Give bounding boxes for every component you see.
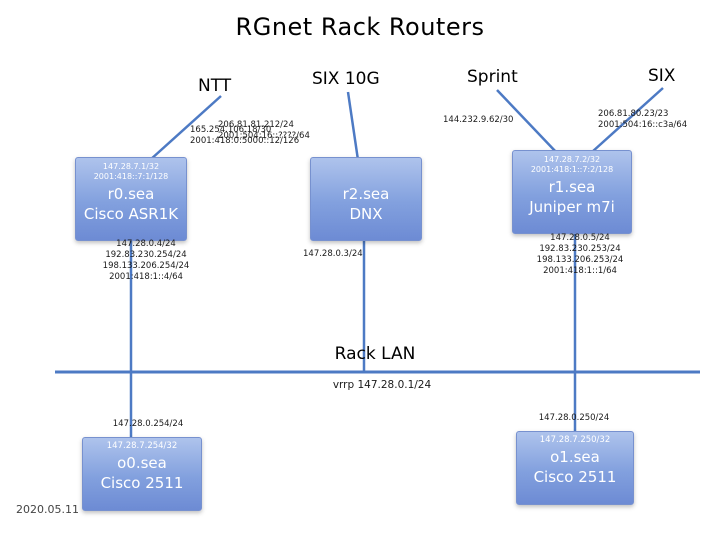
address-line: 198.133.206.254/24 bbox=[102, 261, 190, 271]
r1-model: Juniper m7i bbox=[529, 198, 615, 216]
sprint-link-addresses: 144.232.9.62/30 bbox=[443, 115, 513, 126]
link-sprint-r1 bbox=[496, 89, 558, 154]
address-line: 2001:418:1::1/64 bbox=[543, 266, 617, 276]
address-line: 2001:418::7:1/128 bbox=[93, 172, 169, 181]
address-line: 147.28.7.2/32 bbox=[543, 155, 601, 164]
link-ntt-r0 bbox=[149, 95, 222, 161]
o1-name: o1.sea bbox=[550, 448, 600, 466]
address-line: 144.232.9.62/30 bbox=[443, 115, 514, 125]
r2-model: DNX bbox=[349, 205, 383, 223]
slide-date: 2020.05.11 bbox=[16, 503, 79, 516]
address-line: 192.83.230.253/24 bbox=[539, 244, 621, 254]
address-line: 206.81.81.212/24 bbox=[218, 120, 294, 130]
page-title: RGnet Rack Routers bbox=[235, 13, 485, 41]
address-line: 206.81.80.23/23 bbox=[598, 109, 669, 119]
console-node-o1: 147.28.7.250/32 o1.sea Cisco 2511 bbox=[516, 431, 634, 505]
r1-name: r1.sea bbox=[548, 178, 596, 196]
r1-loopback-addresses: 147.28.7.2/32 2001:418:1::7:2/128 bbox=[531, 151, 613, 177]
r0-model: Cisco ASR1K bbox=[83, 205, 179, 223]
o1-model: Cisco 2511 bbox=[533, 468, 617, 486]
r2-name: r2.sea bbox=[342, 185, 390, 203]
o0-lan-address: 147.28.0.254/24 bbox=[98, 419, 198, 430]
console-node-o0: 147.28.7.254/32 o0.sea Cisco 2511 bbox=[82, 437, 202, 511]
six10g-link-addresses: 206.81.81.212/24 2001:504:16::????/64 bbox=[218, 120, 310, 142]
six-link-addresses: 206.81.80.23/23 2001:504:16::c3a/64 bbox=[598, 109, 687, 131]
router-node-r2: r2.sea DNX bbox=[310, 157, 422, 241]
uplink-label-ntt: NTT bbox=[198, 76, 232, 96]
address-line: 198.133.206.253/24 bbox=[536, 255, 624, 265]
uplink-label-sprint: Sprint bbox=[467, 67, 518, 87]
uplink-label-six10g: SIX 10G bbox=[312, 69, 380, 89]
address-line: 2001:418:0:5000::12/126 bbox=[190, 136, 300, 146]
address-line: 165.254.106.18/30 bbox=[190, 125, 272, 135]
address-line: 2001:504:16::c3a/64 bbox=[598, 120, 688, 130]
address-line: 147.28.0.4/24 bbox=[116, 239, 176, 249]
ntt-link-addresses: 165.254.106.18/30 2001:418:0:5000::12/12… bbox=[190, 125, 299, 147]
o0-loopback-address: 147.28.7.254/32 bbox=[106, 441, 178, 451]
rack-lan-label: Rack LAN bbox=[334, 344, 416, 364]
address-line: 192.83.230.254/24 bbox=[105, 250, 187, 260]
o1-lan-address: 147.28.0.250/24 bbox=[524, 413, 624, 424]
r2-lan-addresses: 147.28.0.3/24 bbox=[303, 249, 363, 260]
address-line: 2001:418:1::4/64 bbox=[109, 272, 183, 282]
o0-name: o0.sea bbox=[117, 454, 167, 472]
address-line: 147.28.0.5/24 bbox=[550, 233, 610, 243]
router-node-r1: 147.28.7.2/32 2001:418:1::7:2/128 r1.sea… bbox=[512, 150, 632, 234]
address-line: 147.28.0.254/24 bbox=[112, 419, 184, 429]
o0-model: Cisco 2511 bbox=[100, 474, 184, 492]
o1-loopback-address: 147.28.7.250/32 bbox=[539, 435, 611, 445]
address-line: 2001:418:1::7:2/128 bbox=[530, 165, 614, 174]
link-six10g-r2 bbox=[346, 91, 360, 161]
r1-lan-addresses: 147.28.0.5/24 192.83.230.253/24 198.133.… bbox=[530, 233, 630, 277]
r0-lan-addresses: 147.28.0.4/24 192.83.230.254/24 198.133.… bbox=[96, 239, 196, 283]
router-node-r0: 147.28.7.1/32 2001:418::7:1/128 r0.sea C… bbox=[75, 157, 187, 241]
r0-loopback-addresses: 147.28.7.1/32 2001:418::7:1/128 bbox=[94, 158, 169, 184]
address-line: 2001:504:16::????/64 bbox=[218, 131, 310, 141]
r0-name: r0.sea bbox=[107, 185, 155, 203]
uplink-label-six: SIX bbox=[648, 66, 676, 86]
link-six-r1 bbox=[591, 87, 664, 153]
address-line: 147.28.0.250/24 bbox=[538, 413, 610, 423]
vrrp-address: vrrp 147.28.0.1/24 bbox=[332, 379, 432, 391]
address-line: 147.28.7.1/32 bbox=[102, 162, 160, 171]
address-line: 147.28.0.3/24 bbox=[303, 249, 363, 259]
